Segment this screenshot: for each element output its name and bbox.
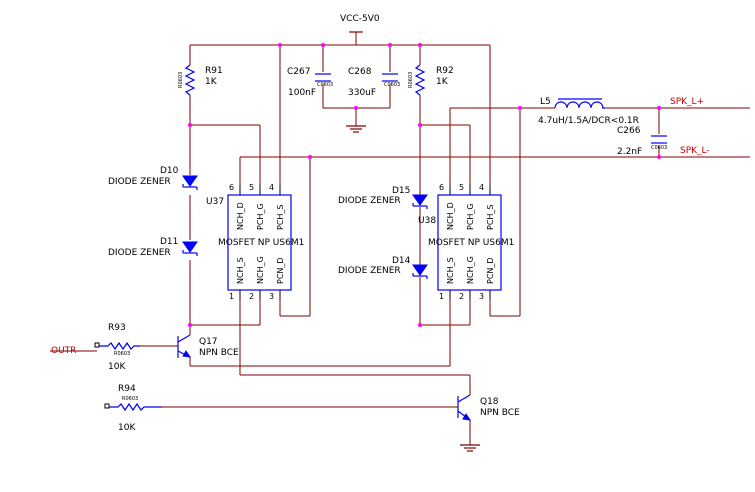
d10-ref: D10 (160, 166, 179, 176)
r94-ref: R94 (118, 384, 136, 394)
u38-name-pch-g: PCH_G (466, 203, 475, 230)
resistor-r92: R0603 R92 1K (408, 64, 454, 96)
q18-type: NPN BCE (480, 408, 520, 418)
r94-value: 10K (118, 423, 136, 433)
c266-ref: C266 (617, 126, 641, 136)
u37-name-nch-d: NCH_D (236, 202, 245, 230)
capacitor-c268: C0603 C268 330uF (348, 67, 400, 98)
u37-pin5: 5 (249, 183, 254, 192)
c268-package: C0603 (384, 82, 400, 88)
u38-ref: U38 (418, 216, 436, 226)
net-label-spk-neg: SPK_L- (680, 146, 710, 156)
diode-d11: D11 DIODE ZENER (108, 237, 198, 258)
diode-d15: D15 DIODE ZENER (338, 186, 428, 209)
q17-type: NPN BCE (199, 348, 239, 358)
u38-name-pch-s: PCH_S (486, 204, 495, 230)
d10-type: DIODE ZENER (108, 177, 171, 187)
r91-ref: R91 (205, 66, 223, 76)
u37-type: MOSFET NP US6M1 (218, 238, 304, 248)
c268-value: 330uF (348, 88, 376, 98)
resistor-r94: R0603 R94 10K (104, 384, 162, 433)
u38-name-nch-d: NCH_D (446, 202, 455, 230)
inductor-l5: L5 4.7uH/1.5A/DCR<0.1R (538, 97, 639, 126)
u38-pin3: 3 (479, 292, 484, 301)
c267-value: 100nF (288, 88, 316, 98)
net-label-outr: OUTR (51, 346, 76, 356)
d14-type: DIODE ZENER (338, 266, 401, 276)
r93-package: R0603 (114, 351, 130, 357)
mosfet-u38: 6 5 4 1 2 3 NCH_D PCH_G PCH_S NCH_S NCH_… (418, 183, 514, 301)
c266-package: C0603 (651, 145, 667, 151)
net-label-spk-pos: SPK_L+ (670, 97, 704, 107)
vcc-label: VCC-5V0 (340, 14, 380, 24)
diode-d10: D10 DIODE ZENER (108, 166, 198, 190)
u37-name-pcn-d: PCN_D (276, 257, 285, 284)
u37-ref: U37 (206, 197, 224, 207)
u38-pin2: 2 (459, 292, 464, 301)
capacitor-c267: C0603 C267 100nF (287, 67, 333, 98)
resistor-r93: R0603 R93 10K (94, 323, 140, 372)
d14-ref: D14 (392, 256, 411, 266)
d11-type: DIODE ZENER (108, 248, 171, 258)
r92-package: R0603 (408, 72, 414, 88)
r93-ref: R93 (108, 323, 126, 333)
c267-ref: C267 (287, 67, 310, 77)
r91-package: R0603 (178, 72, 184, 88)
transistor-q17: Q17 NPN BCE (177, 334, 239, 358)
d11-ref: D11 (160, 237, 178, 247)
q18-ref: Q18 (480, 397, 499, 407)
u38-name-nch-g: NCH_G (466, 256, 475, 284)
u38-pin1: 1 (439, 292, 444, 301)
d15-ref: D15 (392, 186, 410, 196)
u38-pin6: 6 (439, 183, 444, 192)
junctions (188, 43, 661, 327)
u37-name-nch-g: NCH_G (256, 256, 265, 284)
r91-value: 1K (205, 77, 218, 87)
capacitor-c266: C0603 C266 2.2nF (617, 126, 667, 157)
q17-ref: Q17 (199, 337, 218, 347)
vcc-symbol: VCC-5V0 (340, 14, 380, 33)
l5-value: 4.7uH/1.5A/DCR<0.1R (538, 116, 639, 126)
u37-pin1: 1 (229, 292, 234, 301)
transistor-q18: Q18 NPN BCE (457, 394, 520, 421)
u38-name-pcn-d: PCN_D (486, 257, 495, 284)
c268-ref: C268 (348, 67, 372, 77)
u38-pin4: 4 (479, 183, 484, 192)
ground-symbol-caps (346, 125, 366, 133)
u37-name-pch-g: PCH_G (256, 203, 265, 230)
u38-pin5: 5 (459, 183, 464, 192)
r92-value: 1K (436, 77, 449, 87)
r92-ref: R92 (436, 66, 454, 76)
c267-package: C0603 (317, 82, 333, 88)
r93-value: 10K (108, 362, 126, 372)
u37-name-nch-s: NCH_S (236, 257, 245, 284)
u37-pin4: 4 (269, 183, 274, 192)
u37-pin6: 6 (229, 183, 234, 192)
u37-pin3: 3 (269, 292, 274, 301)
u38-name-nch-s: NCH_S (446, 257, 455, 284)
u37-pin2: 2 (249, 292, 254, 301)
ground-symbol-q18 (460, 444, 480, 452)
l5-ref: L5 (540, 97, 551, 107)
r94-package: R0603 (122, 396, 138, 402)
u38-type: MOSFET NP US6M1 (428, 238, 514, 248)
wires (50, 32, 750, 445)
resistor-r91: R0603 R91 1K (178, 64, 223, 96)
d15-type: DIODE ZENER (338, 196, 401, 206)
mosfet-u37: 6 5 4 1 2 3 NCH_D PCH_G PCH_S NCH_S NCH_… (206, 183, 304, 301)
c266-value: 2.2nF (617, 147, 642, 157)
u37-name-pch-s: PCH_S (276, 204, 285, 230)
diode-d14: D14 DIODE ZENER (338, 256, 428, 279)
